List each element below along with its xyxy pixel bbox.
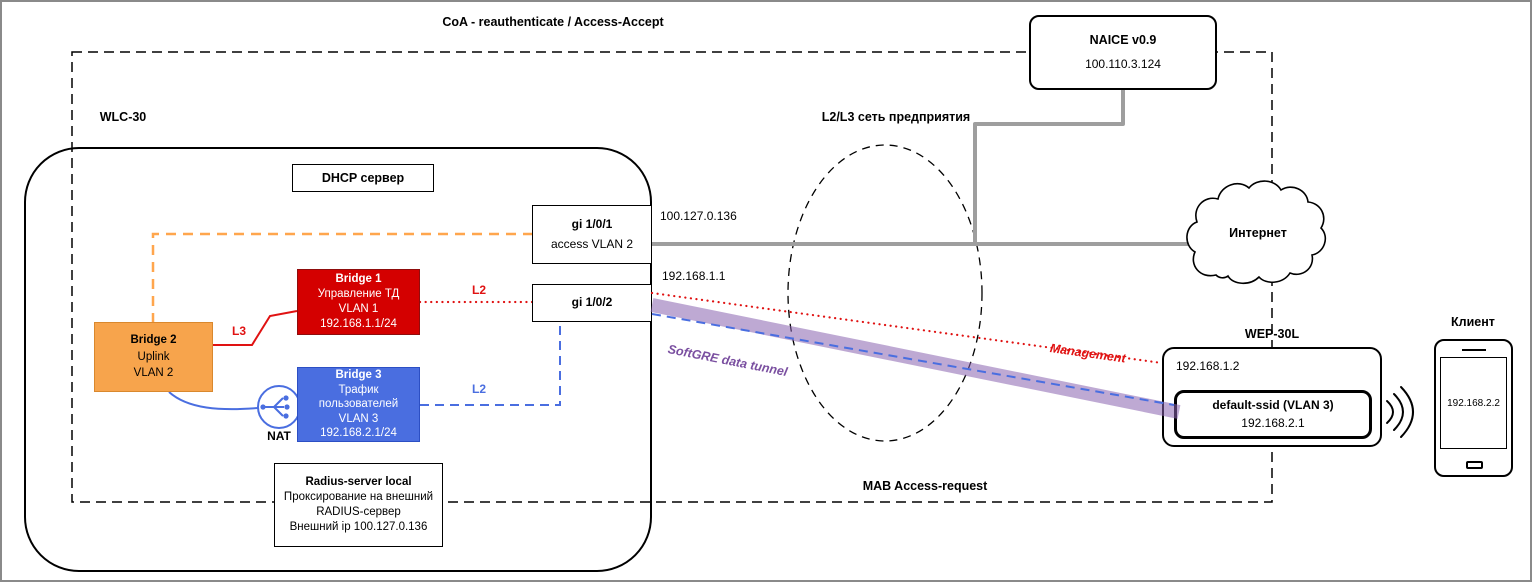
mab-caption: MAB Access-request — [862, 479, 988, 493]
internet-label: Интернет — [1229, 226, 1287, 240]
bridge1-title: Bridge 1 — [335, 273, 382, 286]
gi101-name: gi 1/0/1 — [571, 216, 613, 231]
naice-server-node: NAICE v0.9 100.110.3.124 — [1029, 15, 1217, 90]
gi101-port-node: gi 1/0/1 access VLAN 2 — [532, 205, 652, 264]
enterprise-network-boundary — [787, 144, 983, 442]
l3-link-label: L3 — [232, 324, 247, 338]
bridge1-vlan: VLAN 1 — [338, 303, 379, 315]
bridge3-role: Трафик пользователей — [318, 383, 399, 411]
bridge1-node: Bridge 1 Управление ТД VLAN 1 192.168.1.… — [297, 269, 420, 335]
bridge2-role: Uplink — [137, 350, 170, 363]
gi102-ip: 192.168.1.1 — [662, 269, 726, 283]
wlc-title: WLC-30 — [99, 110, 147, 124]
client-phone: 192.168.2.2 — [1434, 339, 1513, 477]
naice-ip: 100.110.3.124 — [1085, 57, 1161, 72]
bridge3-vlan: VLAN 3 — [338, 412, 379, 425]
ssid-name: default-ssid (VLAN 3) — [1212, 397, 1334, 412]
client-ip: 192.168.2.2 — [1447, 397, 1500, 409]
wep-ip: 192.168.1.2 — [1176, 359, 1240, 373]
gi102-name: gi 1/0/2 — [571, 295, 613, 310]
bridge1-role: Управление ТД — [317, 288, 400, 301]
enterprise-network-label: L2/L3 сеть предприятия — [821, 110, 971, 124]
management-link-label: Management — [1049, 341, 1127, 366]
l2-user-link-label: L2 — [472, 382, 487, 396]
bridge2-title: Bridge 2 — [130, 333, 177, 346]
bridge3-ip: 192.168.2.1/24 — [320, 427, 397, 440]
naice-title: NAICE v0.9 — [1089, 33, 1157, 48]
l2-mgmt-link-label: L2 — [472, 283, 487, 297]
radius-line3: Внешний ip 100.127.0.136 — [289, 521, 428, 534]
radius-title: Radius-server local — [305, 475, 412, 488]
bridge1-ip: 192.168.1.1/24 — [320, 317, 397, 330]
radius-line1: Проксирование на внешний — [283, 490, 434, 503]
coa-caption: CoA - reauthenticate / Access-Accept — [442, 15, 664, 29]
client-label: Клиент — [1451, 315, 1495, 329]
ssid-node: default-ssid (VLAN 3) 192.168.2.1 — [1174, 390, 1372, 439]
wep-title: WEP-30L — [1244, 327, 1300, 341]
nat-label: NAT — [267, 429, 291, 443]
bridge2-node: Bridge 2 Uplink VLAN 2 — [94, 322, 213, 392]
bridge3-node: Bridge 3 Трафик пользователей VLAN 3 192… — [297, 367, 420, 442]
gi102-port-node: gi 1/0/2 — [532, 284, 652, 322]
ssid-ip: 192.168.2.1 — [1241, 415, 1305, 430]
bridge3-title: Bridge 3 — [335, 369, 382, 382]
phone-home-button-icon — [1466, 461, 1483, 469]
softgre-tunnel-label: SoftGRE data tunnel — [666, 342, 789, 380]
phone-speaker-icon — [1462, 349, 1486, 351]
radius-server-node: Radius-server local Проксирование на вне… — [274, 463, 443, 547]
dhcp-server-node: DHCP сервер — [292, 164, 434, 192]
wifi-signal-icon — [1386, 386, 1414, 438]
phone-screen: 192.168.2.2 — [1440, 357, 1507, 449]
bridge2-vlan: VLAN 2 — [133, 367, 174, 380]
radius-line2: RADIUS-сервер — [316, 506, 401, 518]
gi101-mode: access VLAN 2 — [550, 236, 634, 251]
gi101-ip: 100.127.0.136 — [660, 209, 737, 223]
